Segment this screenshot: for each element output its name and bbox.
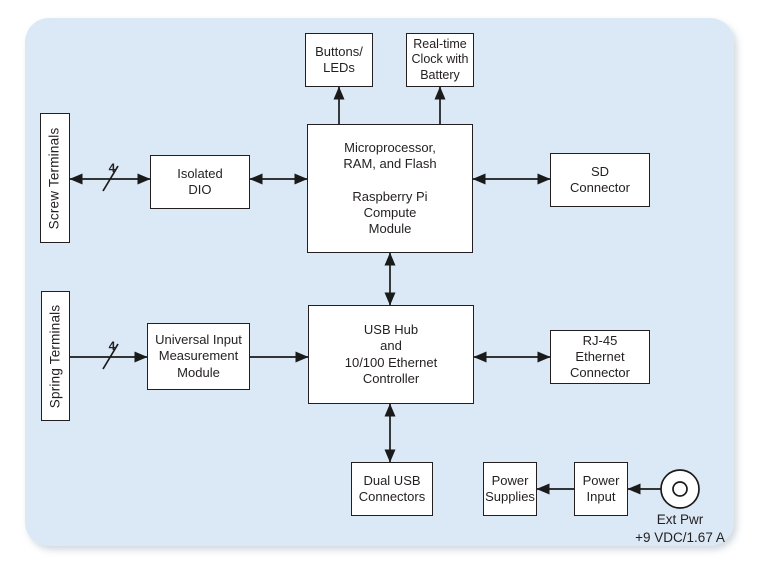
diagram-panel — [25, 18, 734, 546]
bus-width-label-screw: 4 — [108, 161, 116, 175]
block-usb-hub-ethernet: USB Hub and 10/100 Ethernet Controller — [308, 305, 474, 404]
block-power-supplies: Power Supplies — [483, 462, 537, 516]
block-power-input: Power Input — [574, 462, 628, 516]
block-screw-terminals-label: Screw Terminals — [46, 127, 62, 229]
block-sd-connector: SD Connector — [550, 153, 650, 207]
block-realtime-clock: Real-time Clock with Battery — [406, 33, 474, 87]
ext-pwr-rating: +9 VDC/1.67 A — [635, 530, 725, 545]
block-rj45-connector: RJ-45 Ethernet Connector — [550, 330, 650, 384]
block-universal-input-module: Universal Input Measurement Module — [147, 323, 250, 390]
block-dual-usb: Dual USB Connectors — [351, 462, 433, 516]
block-buttons-leds: Buttons/ LEDs — [305, 33, 373, 87]
block-spring-terminals-label: Spring Terminals — [47, 304, 63, 408]
block-microprocessor: Microprocessor, RAM, and Flash Raspberry… — [307, 124, 473, 253]
block-spring-terminals: Spring Terminals — [41, 291, 70, 421]
ext-pwr-label: Ext Pwr — [656, 512, 704, 527]
bus-width-label-spring: 4 — [108, 339, 116, 353]
block-isolated-dio: Isolated DIO — [150, 155, 250, 209]
block-screw-terminals: Screw Terminals — [40, 113, 70, 243]
